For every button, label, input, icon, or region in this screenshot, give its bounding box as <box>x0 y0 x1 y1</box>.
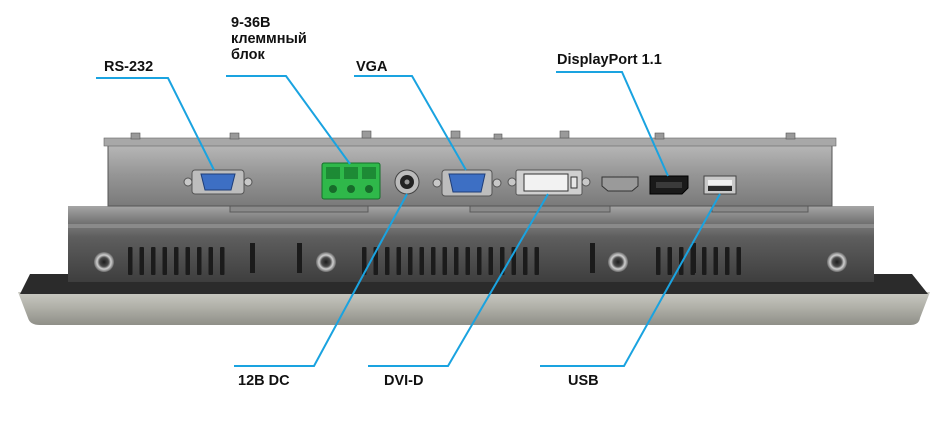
label-usb: USB <box>568 373 599 389</box>
label-vga: VGA <box>356 59 388 75</box>
vent-slot <box>139 247 144 275</box>
label-displayport: DisplayPort 1.1 <box>557 52 662 68</box>
mount-screw <box>94 252 114 272</box>
vent-slot <box>442 247 447 275</box>
label-rs232: RS-232 <box>104 59 154 75</box>
callout-line-power <box>226 75 351 165</box>
vent-slot <box>713 247 718 275</box>
vent-slot <box>220 247 225 275</box>
dvi-connector-icon <box>507 169 591 196</box>
vent-slot <box>488 247 493 275</box>
vent-slot <box>185 247 190 275</box>
vga-connector-icon <box>432 169 502 197</box>
vent-slot <box>419 247 424 275</box>
vent-slot <box>702 247 707 275</box>
vent-slot <box>667 247 672 275</box>
hdmi-connector-icon <box>601 176 639 192</box>
callout-line-rs232 <box>96 77 215 171</box>
dc-jack-icon <box>394 169 420 195</box>
callout-line-usb <box>540 193 721 367</box>
vent-slot <box>208 247 213 275</box>
label-dvi-d: DVI-D <box>384 373 424 389</box>
vent-slot <box>197 247 202 275</box>
callout-line-vga <box>354 75 467 171</box>
mount-screw <box>608 252 628 272</box>
vent-slot <box>656 247 661 275</box>
vent-slot <box>500 247 505 275</box>
callout-line-dc12 <box>234 193 408 367</box>
vent-slot <box>128 247 133 275</box>
vent-slot <box>408 247 413 275</box>
vent-slot <box>297 243 302 273</box>
usb-connector-icon <box>703 175 737 195</box>
vent-slot <box>151 247 156 275</box>
vent-slot <box>385 247 390 275</box>
callout-line-displayport <box>556 71 669 177</box>
vent-slot <box>590 243 595 273</box>
vent-slot <box>477 247 482 275</box>
vent-slot <box>725 247 730 275</box>
callout-line-dvid <box>368 193 549 367</box>
vent-slot <box>174 247 179 275</box>
vent-slot <box>396 247 401 275</box>
vent-slot <box>454 247 459 275</box>
db9-connector-icon <box>183 169 253 195</box>
vent-slot <box>691 243 696 273</box>
vent-slot <box>162 247 167 275</box>
label-12v-dc: 12В DC <box>238 373 290 389</box>
displayport-connector-icon <box>649 175 689 195</box>
mount-screw <box>827 252 847 272</box>
vent-slot <box>465 247 470 275</box>
vent-slot <box>523 247 528 275</box>
vent-slot <box>679 247 684 275</box>
mount-screw <box>316 252 336 272</box>
vent-slot <box>736 247 741 275</box>
vent-slot <box>431 247 436 275</box>
callout-lines <box>96 71 721 367</box>
front-bezel <box>18 292 930 325</box>
vent-slot <box>250 243 255 273</box>
vent-slot <box>534 247 539 275</box>
terminal-block-icon <box>321 162 381 200</box>
label-power-terminal-block: 9-36В клеммный блок <box>231 15 307 63</box>
vent-slot <box>362 247 367 275</box>
